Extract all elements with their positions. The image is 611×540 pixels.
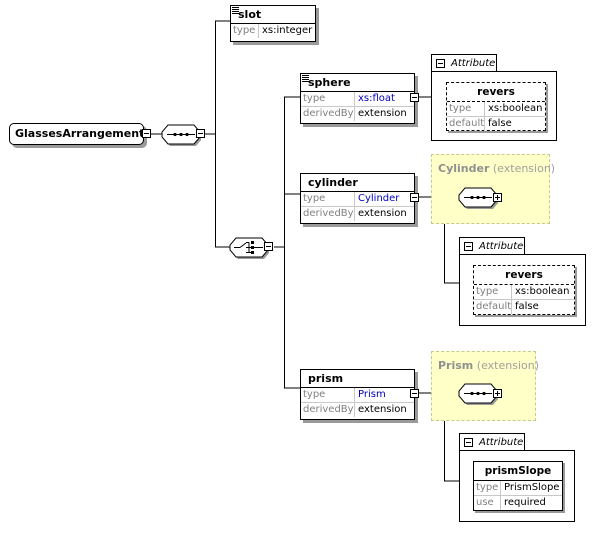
attribute-collapse-toggle[interactable] — [464, 438, 473, 447]
sequence-collapse-toggle[interactable] — [196, 129, 205, 138]
element-sphere[interactable]: sphere type xs:float derivedBy extension — [300, 73, 415, 124]
property-row: derivedBy extension — [301, 402, 414, 417]
property-row: use required — [474, 495, 562, 510]
attribute-prism-slope[interactable]: prismSlope type PrismSlope use required — [473, 461, 563, 511]
repeat-marker-icon — [302, 75, 309, 82]
root-element-name: GlassesArrangement — [15, 127, 145, 140]
attribute-collapse-toggle[interactable] — [436, 59, 445, 68]
property-row: type xs:float — [303, 92, 395, 106]
element-name: slot — [238, 8, 262, 21]
attribute-revers[interactable]: revers type xs:boolean default false — [446, 82, 546, 131]
property-row: type Prism — [303, 388, 386, 402]
root-collapse-toggle[interactable] — [142, 129, 151, 138]
property-row: derivedBy extension — [301, 106, 414, 121]
element-prism[interactable]: prism type Prism derivedBy extension — [300, 369, 415, 420]
property-row: default false — [447, 116, 545, 131]
choice-compositor — [229, 237, 269, 259]
sequence-compositor — [458, 187, 498, 209]
property-row: type xs:boolean — [476, 285, 570, 299]
cylinder-extension-expand-toggle[interactable] — [493, 193, 502, 202]
attribute-group-tab: Attribute — [459, 237, 525, 255]
element-cylinder[interactable]: cylinder type Cylinder derivedBy extensi… — [300, 173, 415, 224]
sphere-collapse-toggle[interactable] — [410, 93, 419, 102]
prism-extension-expand-toggle[interactable] — [493, 389, 502, 398]
attribute-group-tab: Attribute — [431, 54, 497, 72]
choice-collapse-toggle[interactable] — [264, 242, 273, 251]
root-element-glasses-arrangement[interactable]: GlassesArrangement — [9, 123, 144, 145]
extension-type-name: Cylinder — [438, 162, 490, 175]
repeat-marker-icon — [232, 7, 239, 14]
property-row: type xs:boolean — [449, 102, 543, 116]
cylinder-collapse-toggle[interactable] — [410, 193, 419, 202]
element-name: prism — [308, 372, 344, 385]
attribute-group-tab: Attribute — [459, 433, 525, 451]
property-row: default false — [474, 299, 574, 314]
property-row: type xs:integer — [233, 24, 313, 38]
element-name: cylinder — [308, 176, 358, 189]
sequence-compositor — [161, 124, 201, 146]
prism-collapse-toggle[interactable] — [410, 389, 419, 398]
element-name: sphere — [308, 76, 351, 89]
attribute-collapse-toggle[interactable] — [464, 242, 473, 251]
property-row: type PrismSlope — [476, 481, 560, 495]
sequence-compositor — [458, 383, 498, 405]
property-row: type Cylinder — [303, 192, 400, 206]
element-slot[interactable]: slot type xs:integer — [230, 5, 316, 42]
attribute-revers[interactable]: revers type xs:boolean default false — [473, 265, 575, 315]
property-row: derivedBy extension — [301, 206, 414, 221]
extension-type-name: Prism — [438, 359, 474, 372]
